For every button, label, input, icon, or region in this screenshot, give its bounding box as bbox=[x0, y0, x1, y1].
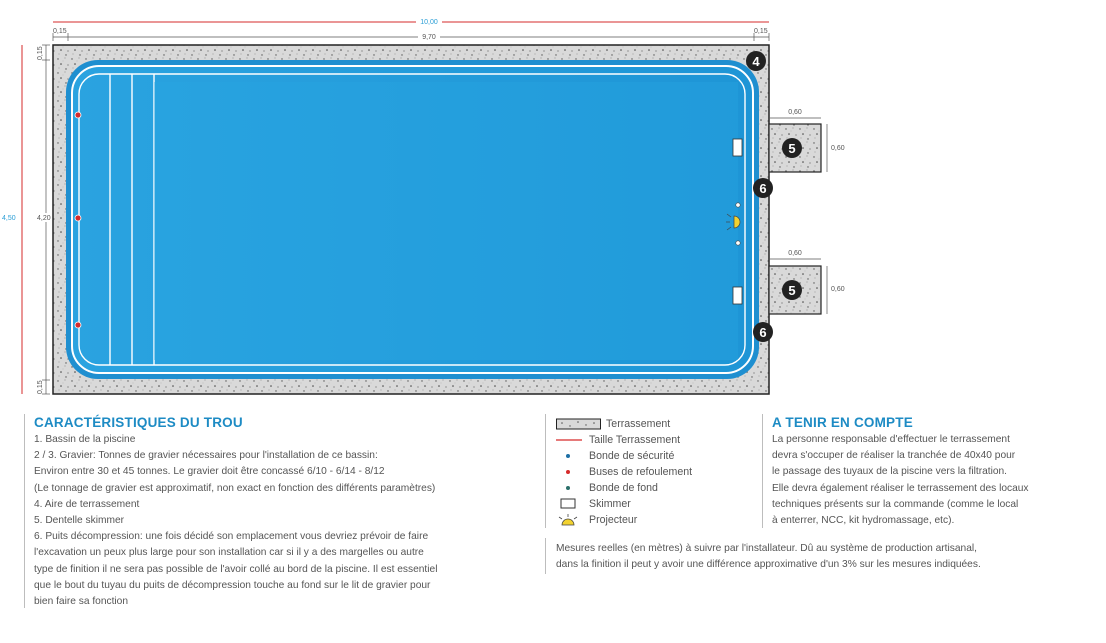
dim-box-top-width: 0,60 bbox=[788, 109, 802, 116]
dim-inner-width: 9,70 bbox=[422, 34, 436, 41]
attention-text: La personne responsable d'effectuer le t… bbox=[772, 432, 1029, 529]
characteristics-line: l'excavation un peux plus large pour son… bbox=[34, 547, 424, 559]
svg-text:6: 6 bbox=[759, 181, 766, 196]
svg-text:6: 6 bbox=[759, 325, 766, 340]
pool-basin bbox=[66, 60, 759, 379]
legend-label: Projecteur bbox=[589, 514, 638, 526]
svg-text:5: 5 bbox=[788, 283, 795, 298]
characteristics-title: CARACTÉRISTIQUES DU TROU bbox=[34, 415, 243, 430]
dim-margin-right: 0,15 bbox=[754, 28, 768, 35]
legend-label: Buses de refoulement bbox=[589, 466, 693, 478]
left-dimension-lines: 4,50 4,20 0,15 0,15 bbox=[2, 44, 53, 395]
marker-5-bottom: 5 bbox=[782, 280, 802, 300]
note-divider bbox=[545, 538, 546, 574]
legend-label: Bonde de fond bbox=[589, 482, 658, 494]
characteristics-line: Environ entre 30 et 45 tonnes. Le gravie… bbox=[34, 466, 385, 478]
attention-line: à enterrer, NCC, kit hydromassage, etc). bbox=[772, 515, 955, 527]
characteristics-line: 6. Puits décompression: une fois décidé … bbox=[34, 531, 429, 543]
characteristics-line: que le bout du tuyau du puits de décompr… bbox=[34, 579, 431, 591]
blue-dot-icon bbox=[566, 454, 570, 458]
bottom-drain-1 bbox=[735, 202, 741, 208]
legend-label: Terrassement bbox=[606, 418, 671, 430]
return-jet-3 bbox=[74, 321, 82, 329]
legend-divider bbox=[545, 414, 546, 528]
attention-title: A TENIR EN COMPTE bbox=[772, 415, 913, 430]
dim-box-bottom-height: 0,60 bbox=[831, 286, 845, 293]
return-jet-2 bbox=[74, 214, 82, 222]
dim-box-bottom-width: 0,60 bbox=[788, 250, 802, 257]
characteristics-line: 4. Aire de terrassement bbox=[34, 498, 140, 510]
teal-dot-icon bbox=[566, 486, 570, 490]
attention-divider bbox=[762, 414, 763, 528]
gravel-swatch-wide-icon bbox=[556, 418, 601, 430]
svg-text:5: 5 bbox=[788, 141, 795, 156]
marker-6-top: 6 bbox=[753, 178, 773, 198]
characteristics-line: (Le tonnage de gravier est approximatif,… bbox=[34, 482, 436, 494]
legend-label: Taille Terrassement bbox=[589, 434, 681, 446]
projector-lamp-icon bbox=[558, 514, 578, 526]
dim-margin-bottom: 0,15 bbox=[37, 380, 44, 394]
projector-lamp bbox=[726, 213, 741, 231]
legend-label: Skimmer bbox=[589, 498, 631, 510]
dim-total-width: 10,00 bbox=[420, 19, 438, 26]
return-jet-1 bbox=[74, 111, 82, 119]
red-dot-icon bbox=[566, 470, 570, 474]
dim-total-height: 4,50 bbox=[2, 215, 16, 222]
dim-margin-top: 0,15 bbox=[37, 46, 44, 60]
measurement-note: Mesures reelles (en mètres) à suivre par… bbox=[556, 541, 981, 573]
characteristics-divider bbox=[24, 414, 25, 608]
red-line-icon bbox=[556, 439, 582, 441]
characteristics-text: 1. Bassin de la piscine 2 / 3. Gravier: … bbox=[34, 432, 437, 610]
characteristics-line: 1. Bassin de la piscine bbox=[34, 434, 136, 445]
note-line: dans la finition il peut y avoir une dif… bbox=[556, 559, 981, 571]
attention-line: devra s'occuper de réaliser la tranchée … bbox=[772, 450, 1016, 462]
dim-box-top-height: 0,60 bbox=[831, 145, 845, 152]
legend-label: Bonde de sécurité bbox=[589, 450, 675, 462]
characteristics-line: 5. Dentelle skimmer bbox=[34, 515, 125, 527]
attention-line: Elle devra également réaliser le terrass… bbox=[772, 482, 1029, 494]
skimmer-2 bbox=[732, 286, 743, 305]
top-dimension-lines: 10,00 9,70 0,15 0,15 bbox=[52, 17, 770, 41]
dim-margin-left: 0,15 bbox=[53, 28, 67, 35]
note-line: Mesures reelles (en mètres) à suivre par… bbox=[556, 543, 977, 554]
marker-5-top: 5 bbox=[782, 138, 802, 158]
marker-6-bottom: 6 bbox=[753, 322, 773, 342]
skimmer-1 bbox=[732, 138, 743, 157]
dim-inner-height: 4,20 bbox=[37, 215, 51, 222]
attention-line: La personne responsable d'effectuer le t… bbox=[772, 434, 1010, 445]
box-dimensions: 0,60 0,60 0,60 0,60 bbox=[769, 109, 845, 314]
attention-line: techniques présents sur la commande (com… bbox=[772, 498, 1019, 510]
marker-4: 4 bbox=[746, 51, 766, 71]
skimmer-rect-icon bbox=[560, 498, 576, 509]
bottom-drain-2 bbox=[735, 240, 741, 246]
characteristics-line: 2 / 3. Gravier: Tonnes de gravier nécess… bbox=[34, 450, 378, 462]
attention-line: le passage des tuyaux de la piscine vers… bbox=[772, 466, 1008, 478]
pool-plan-diagram: 10,00 9,70 0,15 0,15 4,50 4,20 0,15 0,15… bbox=[2, 17, 845, 395]
characteristics-line: bien faire sa fonction bbox=[34, 596, 129, 608]
characteristics-line: type de finition il ne sera pas possible… bbox=[34, 563, 438, 575]
svg-text:4: 4 bbox=[752, 54, 760, 69]
